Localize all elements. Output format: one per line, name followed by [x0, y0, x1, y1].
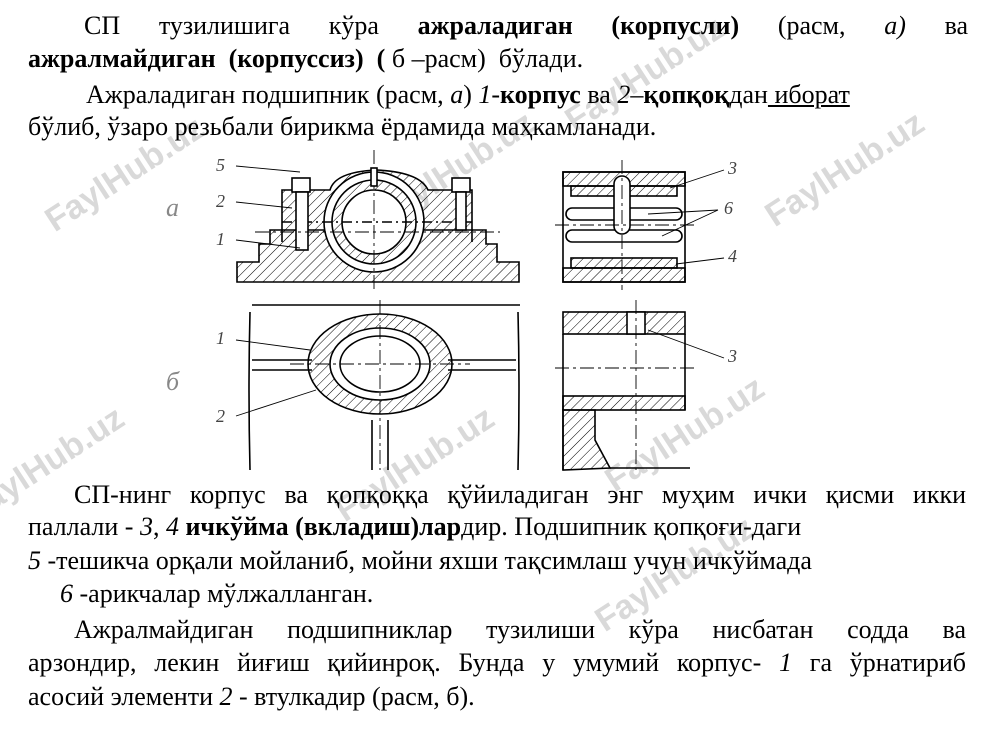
para1-line2: ажралмайдиган (корпуссиз) ( б –расм) бўл…: [28, 43, 583, 75]
callout-b-3: 3: [727, 346, 737, 366]
text: ажралмайдиган: [28, 44, 216, 73]
callout-5: 5: [216, 155, 225, 175]
callout-1: 1: [216, 229, 225, 249]
text: 2: [617, 80, 631, 109]
callout-6: 6: [724, 198, 733, 218]
text: –: [630, 80, 644, 109]
callout-3: 3: [727, 158, 737, 178]
para3-line2: паллали - 3, 4 ичкўйма (вкладиш)лардир. …: [28, 511, 801, 543]
text: га ўрнатириб: [792, 648, 966, 677]
text: ): [463, 80, 479, 109]
para3-line1: СП-нинг корпус ва қопқоққа қўйиладиган э…: [74, 480, 966, 509]
text: а: [450, 80, 464, 109]
text: ,: [152, 512, 166, 541]
text: 6: [60, 579, 73, 608]
text: ичкўйма (вкладиш)лар: [178, 512, 462, 541]
text: Ажраладиган подшипник (расм,: [86, 80, 451, 109]
text: -тешикча орқали мойланиб, мойни яхши тақ…: [41, 546, 812, 575]
text: ва: [580, 80, 618, 109]
text: -арикчалар мўлжалланган.: [73, 579, 374, 608]
text: 4: [165, 512, 179, 541]
text: дир. Подшипник қопқоғи-даги: [461, 512, 802, 541]
para4-line1: Ажралмайдиган подшипниклар тузилиши кўра…: [74, 615, 966, 644]
leader-lines: [235, 165, 725, 417]
figure-label-b: б: [166, 367, 180, 396]
text: ва: [944, 11, 969, 40]
text: ажраладиган: [417, 11, 573, 40]
liner-section-view: [555, 160, 695, 290]
para4-line2: арзондир, лекин йиғиш қийинроқ. Бунда у …: [28, 647, 966, 679]
text: 2: [219, 682, 233, 711]
para2-line2: бўлиб, ўзаро резьбали бирикма ёрдамида м…: [28, 112, 657, 141]
text: корпус: [500, 80, 581, 109]
para3-line3: 5 -тешикча орқали мойланиб, мойни яхши т…: [28, 545, 812, 577]
callout-2: 2: [216, 191, 225, 211]
text: кўра: [328, 11, 379, 40]
text: қопқоқ: [643, 80, 730, 109]
para2-line1: Ажраладиган подшипник (расм, а) 1-корпус…: [86, 79, 966, 111]
text: - втулкадир (расм, б).: [232, 682, 475, 711]
text: 5: [28, 546, 41, 575]
text: паллали -: [28, 512, 140, 541]
text: иборат: [767, 80, 850, 109]
solid-housing-front-view: [248, 300, 520, 471]
text: тузилишига: [158, 11, 291, 40]
text: (корпусли): [611, 11, 740, 40]
split-housing-front-view: [236, 150, 520, 290]
text: асосий элементи: [28, 682, 220, 711]
text: (корпуссиз): [228, 44, 364, 73]
para4-line3: асосий элементи 2 - втулкадир (расм, б).: [28, 681, 475, 713]
callout-b-1: 1: [216, 328, 225, 348]
text: 3: [139, 512, 153, 541]
text: (расм,: [777, 11, 846, 40]
text: бўлади.: [498, 44, 584, 73]
figure-label-a: а: [166, 193, 179, 222]
text: -: [491, 80, 501, 109]
para1-line1: СП тузилишига кўра ажраладиган (корпусли…: [28, 10, 968, 42]
sleeve-section-view: [555, 300, 695, 471]
callout-4: 4: [728, 246, 737, 266]
callout-b-2: 2: [216, 406, 225, 426]
text: дан: [729, 80, 768, 109]
text: 1: [779, 648, 793, 677]
text: арзондир, лекин йиғиш қийинроқ. Бунда у …: [28, 648, 780, 677]
text: СП: [84, 11, 121, 40]
text: 1: [478, 80, 492, 109]
text: (: [376, 44, 386, 73]
text: а): [884, 11, 906, 40]
text: б –расм): [391, 44, 486, 73]
para3-line4: 6 -арикчалар мўлжалланган.: [60, 578, 373, 610]
